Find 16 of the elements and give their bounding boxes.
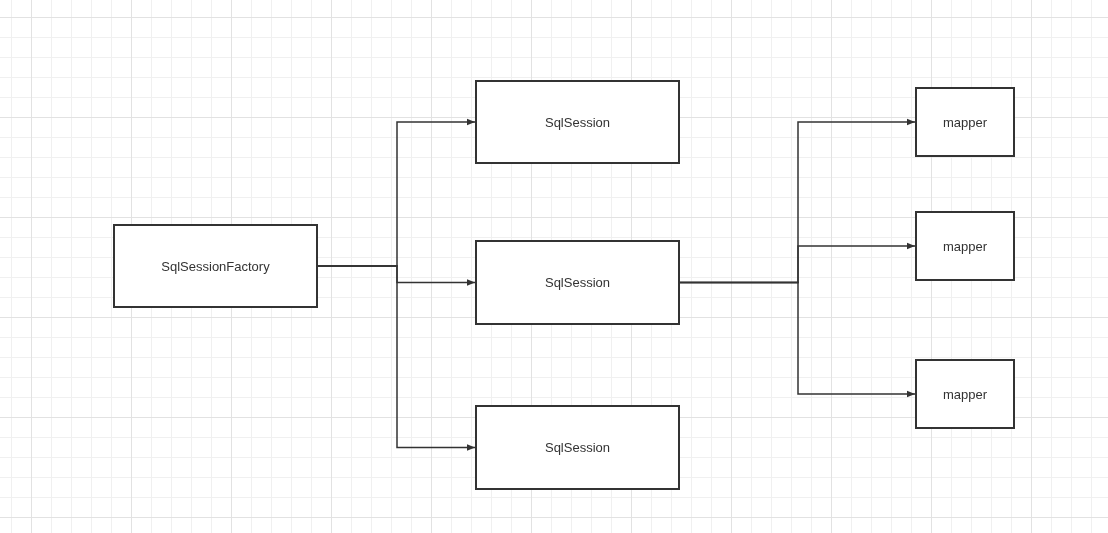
box-label: SqlSession	[544, 114, 610, 130]
box-label: mapper	[942, 386, 988, 402]
process-box	[915, 87, 1015, 157]
process-box	[475, 80, 680, 164]
box-label: SqlSession	[544, 275, 610, 290]
box-label: SqlSessionFactory	[161, 258, 270, 274]
box-label: SqlSession	[544, 440, 610, 455]
process-box	[915, 211, 1015, 281]
box-label: mapper	[942, 114, 988, 130]
arrow	[317, 265, 476, 451]
process-box	[113, 224, 318, 308]
process-box	[915, 359, 1015, 429]
process-box	[475, 240, 680, 325]
arrow	[679, 281, 916, 398]
box-label: mapper	[942, 238, 988, 254]
process-box	[475, 405, 680, 490]
